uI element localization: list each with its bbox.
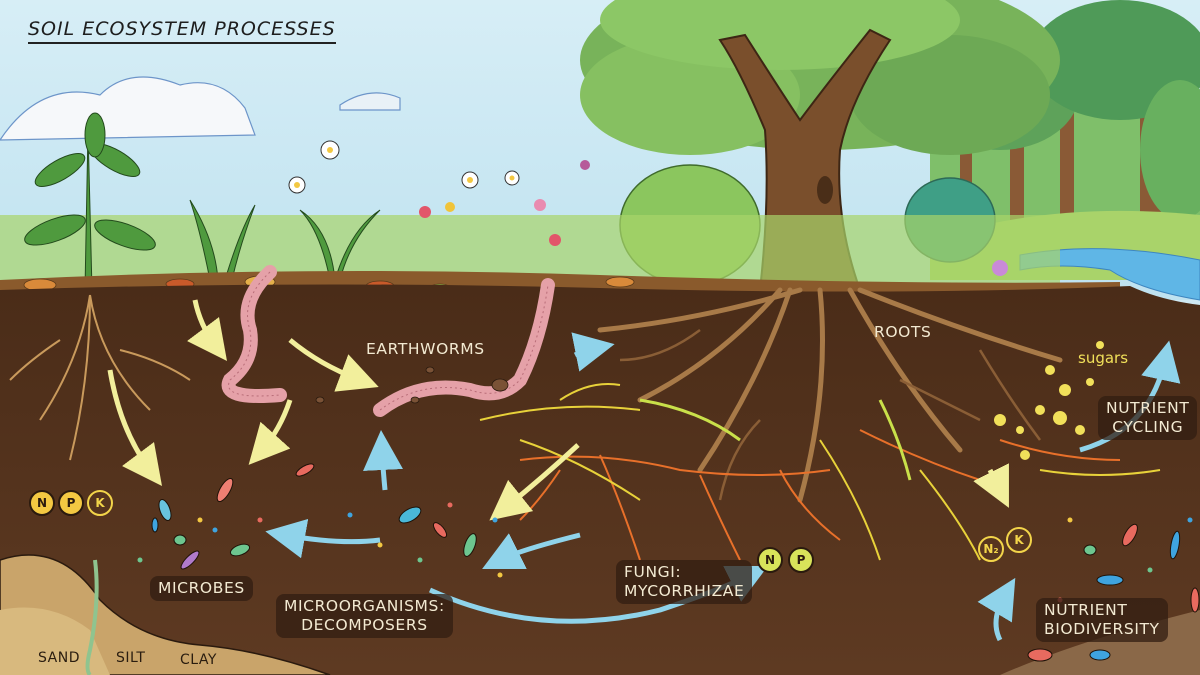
roots-text: ROOTS	[874, 323, 932, 341]
nutrient-n-icon: N	[29, 490, 55, 516]
microbes-text: MICROBES	[158, 579, 245, 597]
soil-type-sand: SAND	[38, 650, 80, 666]
label-fungi-mycorrhizae: FUNGI: MYCORRHIZAE	[616, 560, 753, 604]
nutrient-cycling-line1: NUTRIENT	[1106, 399, 1190, 417]
label-roots: ROOTS	[866, 320, 939, 345]
nutrient-cycling-line2: CYCLING	[1112, 418, 1184, 436]
label-nutrient-biodiversity: NUTRIENT BIODIVERSITY	[1036, 598, 1168, 642]
nutrient-k-icon: K	[1006, 527, 1032, 553]
nutrient-n2-icon: N₂	[978, 536, 1004, 562]
label-nutrient-cycling: NUTRIENT CYCLING	[1098, 396, 1198, 440]
soil-type-silt: SILT	[116, 650, 146, 666]
nutrient-n-icon: N	[757, 547, 783, 573]
nutrient-k-icon: K	[87, 490, 113, 516]
decomposers-line2: DECOMPOSERS	[301, 616, 428, 634]
label-earthworms: EARTHWORMS	[358, 337, 493, 362]
fungi-line2: MYCORRHIZAE	[624, 582, 745, 600]
page-title: SOIL ECOSYSTEM PROCESSES	[28, 18, 336, 44]
biodiversity-line2: BIODIVERSITY	[1044, 620, 1160, 638]
biodiversity-line1: NUTRIENT	[1044, 601, 1128, 619]
decomposers-line1: MICROORGANISMS:	[284, 597, 445, 615]
label-decomposers: MICROORGANISMS: DECOMPOSERS	[276, 594, 453, 638]
earthworms-text: EARTHWORMS	[366, 340, 485, 358]
nutrient-p-icon: P	[788, 547, 814, 573]
nutrient-p-icon: P	[58, 490, 84, 516]
soil-type-clay: CLAY	[180, 652, 217, 668]
fungi-line1: FUNGI:	[624, 563, 682, 581]
label-sugars: sugars	[1078, 349, 1129, 367]
label-microbes: MICROBES	[150, 576, 253, 601]
